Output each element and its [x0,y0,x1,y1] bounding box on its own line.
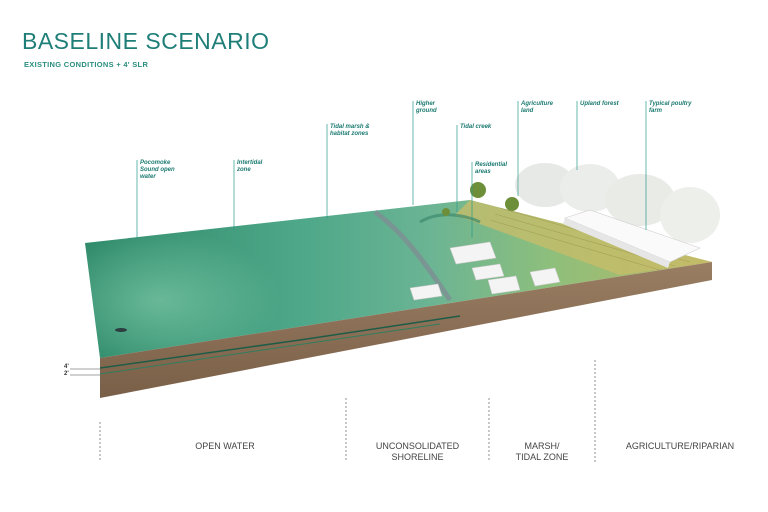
zone-shoreline-line2: SHORELINE [391,452,444,462]
trees [442,182,519,216]
callout-intertidal-zone: Intertidal zone [237,160,263,173]
zone-open-water: OPEN WATER [150,441,300,452]
callout-leader-lines [136,101,647,238]
depth-ticks [70,368,100,376]
tidal-creek-path [373,209,453,302]
depth-mark-2ft: 2' [64,371,69,377]
callout-residential-areas: Residential areas [475,162,508,175]
residential-houses [409,241,561,301]
zone-shoreline: UNCONSOLIDATED SHORELINE [346,441,489,463]
callout-tidal-creek: Tidal creek [460,124,492,130]
poultry-barn [563,209,701,268]
tidal-creek-channel [419,213,481,224]
zone-marsh: MARSH/ TIDAL ZONE [489,441,595,463]
callout-agriculture-land: Agriculture land [521,101,554,114]
callout-tidal-marsh: Tidal marsh & habitat zones [330,124,370,137]
waterline [99,315,461,369]
water-glare [85,215,330,358]
zone-shoreline-line1: UNCONSOLIDATED [375,441,460,451]
upland-forest-backdrop [515,163,720,243]
zone-marsh-line2: TIDAL ZONE [515,452,569,462]
zone-open-water-line1: OPEN WATER [195,441,255,451]
depth-mark-4ft: 4' [64,364,69,370]
callout-pocomoke-open-water: Pocomoke Sound open water [140,160,175,180]
page-title: BASELINE SCENARIO [22,28,270,54]
zone-agriculture-riparian: AGRICULTURE/RIPARIAN [595,441,765,452]
waterline-2 [99,323,441,375]
zone-dividers [99,360,596,462]
callout-higher-ground: Higher ground [416,101,437,114]
zone-marsh-line1: MARSH/ [524,441,560,451]
page-subtitle: EXISTING CONDITIONS + 4' SLR [24,60,149,69]
boat [115,328,127,332]
zone-agriculture-riparian-line1: AGRICULTURE/RIPARIAN [625,441,735,451]
soil-front-face [100,262,712,398]
callout-upland-forest: Upland forest [580,101,619,107]
callout-poultry-farm: Typical poultry farm [649,101,692,114]
